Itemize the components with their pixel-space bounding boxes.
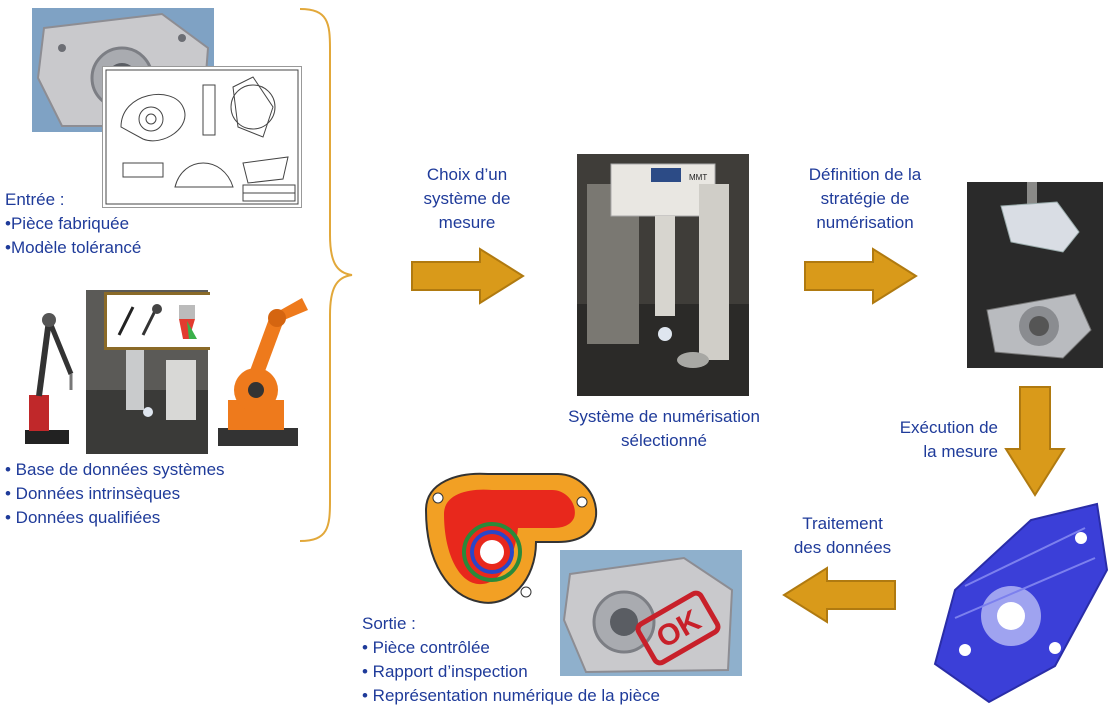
step-selected-label: Système de numérisation sélectionné <box>568 407 760 450</box>
input-item-toleranced-model: •Modèle tolérancé <box>5 238 142 257</box>
output-item-digital-representation: • Représentation numérique de la pièce <box>362 686 660 705</box>
grouping-brace <box>296 5 356 545</box>
step-choose-label: Choix d’un système de mesure <box>423 165 511 232</box>
technical-drawing <box>102 66 302 208</box>
output-title: Sortie : <box>362 614 416 633</box>
laser-scanner-photo <box>967 182 1103 368</box>
input-list: •Pièce fabriquée •Modèle tolérancé <box>5 212 141 260</box>
systems-item-qualified: • Données qualifiées <box>5 508 161 527</box>
cmm-brand-text: MMT <box>689 173 707 182</box>
scan-point-cloud <box>925 498 1111 706</box>
probe-inset <box>104 292 213 350</box>
input-block: Entrée : •Pièce fabriquée •Modèle toléra… <box>5 188 141 260</box>
cmm-selected-photo: MMT <box>577 154 749 396</box>
step-process-label: Traitement des données <box>793 514 892 557</box>
inspected-part-photo: OK <box>560 550 742 676</box>
cad-comparison-map <box>418 462 604 610</box>
arrow-execute <box>1004 385 1066 497</box>
systems-item-intrinsic: • Données intrinsèques <box>5 484 181 503</box>
systems-block: • Base de données systèmes • Données int… <box>5 458 225 530</box>
step-strategy-label: Définition de la stratégie de numérisati… <box>808 165 922 232</box>
output-item-inspection-report: • Rapport d’inspection <box>362 662 528 681</box>
output-list: • Pièce contrôlée • Rapport d’inspection… <box>362 636 660 708</box>
input-title: Entrée : <box>5 190 65 209</box>
output-block: Sortie : • Pièce contrôlée • Rapport d’i… <box>362 612 660 708</box>
systems-list: • Données intrinsèques • Données qualifi… <box>5 482 225 530</box>
robot-photo <box>210 290 318 450</box>
arrow-strategy <box>803 247 919 305</box>
output-item-checked-part: • Pièce contrôlée <box>362 638 490 657</box>
portable-arm-photo <box>15 300 83 448</box>
arrow-choose-system <box>410 247 526 305</box>
systems-title: • Base de données systèmes <box>5 460 225 479</box>
step-execute-label: Exécution de la mesure <box>899 418 998 461</box>
input-item-manufactured-part: •Pièce fabriquée <box>5 214 130 233</box>
arrow-process <box>781 566 897 624</box>
cmm-probes-photo <box>86 290 208 454</box>
